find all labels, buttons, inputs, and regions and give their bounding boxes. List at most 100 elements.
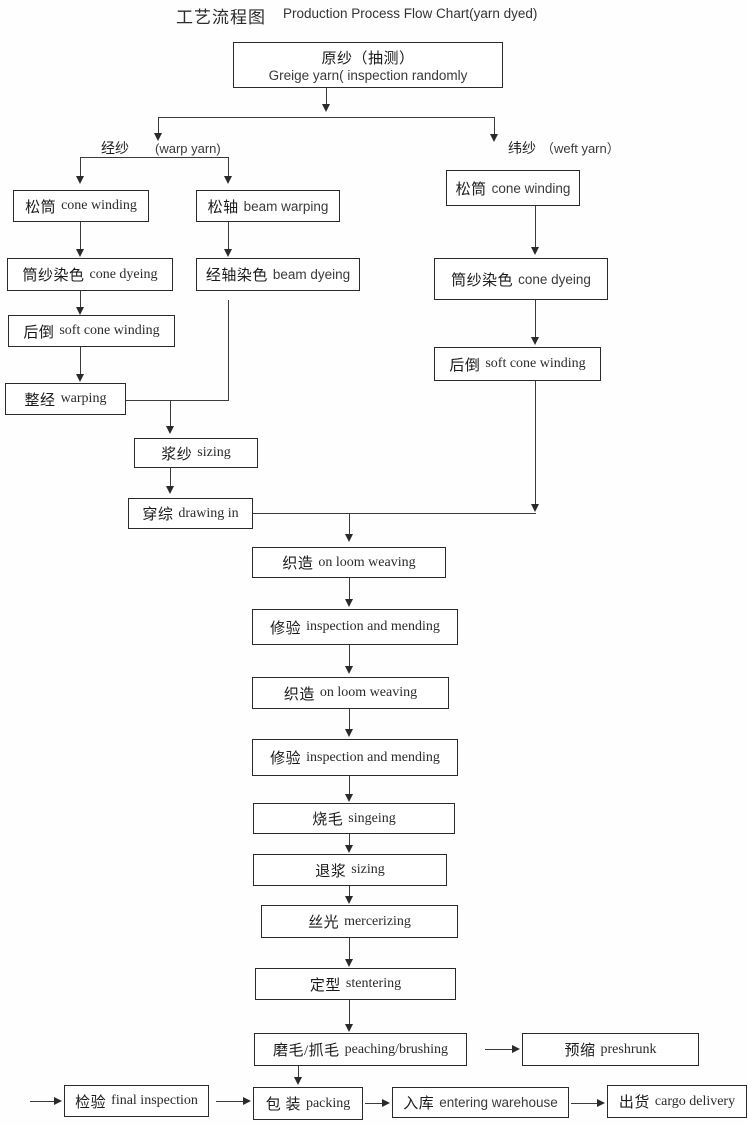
node-inspection-mending-1-en: inspection and mending	[306, 619, 440, 634]
connector-bus-to-weaving	[349, 513, 350, 535]
arrowhead-warp-cd-to-scw	[75, 307, 84, 315]
connector-warping-merge-bus	[126, 400, 229, 401]
connector-warp-stem	[158, 117, 159, 139]
connector-warp-cw-to-cd	[80, 222, 81, 250]
node-preshrunk[interactable]: 预缩 preshrunk	[522, 1033, 699, 1066]
node-warp-beam-warping-zh: 松轴	[207, 199, 239, 216]
arrowhead-desizing-to-mercerizing	[344, 896, 353, 904]
connector-sizing-to-drawing	[170, 468, 171, 487]
connector-mercerizing-to-stentering	[349, 938, 350, 960]
node-warp-beam-dyeing[interactable]: 经轴染色 beam dyeing	[196, 258, 360, 291]
arrowhead-warp-cw-to-cd	[75, 249, 84, 257]
connector-warp-cd-to-scw	[80, 291, 81, 308]
node-weft-cone-dyeing[interactable]: 筒纱染色 cone dyeing	[434, 258, 608, 300]
node-cargo-delivery[interactable]: 出货 cargo delivery	[607, 1085, 747, 1118]
node-singeing-zh: 烧毛	[312, 812, 344, 828]
connector-weaving2-to-insp2	[349, 709, 350, 730]
connector-desizing-to-mercerizing	[349, 886, 350, 897]
node-packing-zh: 包 装	[265, 1097, 301, 1113]
node-final-inspection[interactable]: 检验 final inspection	[64, 1085, 209, 1117]
connector-warp-bw-to-bd	[228, 222, 229, 250]
branch-label-warp-en: (warp yarn)	[155, 141, 221, 156]
node-inspection-mending-2-zh: 修验	[270, 751, 302, 767]
node-warp-beam-warping[interactable]: 松轴 beam warping	[196, 190, 340, 222]
connector-into-final-inspection	[30, 1101, 56, 1102]
node-warp-soft-cone-winding-zh: 后倒	[23, 324, 55, 341]
node-packing[interactable]: 包 装 packing	[253, 1087, 363, 1120]
node-weft-soft-cone-winding[interactable]: 后倒 soft cone winding	[434, 347, 601, 381]
node-preshrunk-zh: 预缩	[564, 1043, 596, 1059]
connector-singeing-to-desizing	[349, 834, 350, 846]
node-weft-cone-dyeing-en: cone dyeing	[518, 271, 591, 287]
node-peaching-brushing[interactable]: 磨毛/抓毛 peaching/brushing	[254, 1033, 467, 1066]
arrowhead-peaching-to-preshrunk	[512, 1044, 520, 1053]
node-weaving-2-en: on loom weaving	[319, 685, 418, 700]
arrowhead-greige-down	[321, 104, 330, 112]
node-inspection-mending-1[interactable]: 修验 inspection and mending	[252, 609, 458, 645]
node-sizing-yarn-en: sizing	[197, 445, 231, 460]
arrowhead-sizing-to-drawing	[165, 486, 174, 494]
node-final-inspection-en: final inspection	[111, 1093, 198, 1108]
node-cargo-delivery-zh: 出货	[618, 1095, 650, 1111]
arrowhead-insp1-to-weaving2	[344, 666, 353, 674]
node-desizing[interactable]: 退浆 sizing	[253, 854, 447, 886]
arrowhead-weft-cd-to-scw	[530, 337, 539, 345]
arrowhead-into-final-inspection	[54, 1096, 62, 1105]
connector-weft-stem	[494, 117, 495, 139]
node-inspection-mending-2[interactable]: 修验 inspection and mending	[252, 739, 458, 776]
node-entering-warehouse[interactable]: 入库 entering warehouse	[392, 1087, 569, 1118]
node-drawing-in-en: drawing in	[178, 505, 239, 521]
node-inspection-mending-1-zh: 修验	[270, 620, 302, 637]
arrowhead-warp-scw-to-warping	[75, 374, 84, 382]
node-warp-cone-dyeing[interactable]: 筒纱染色 cone dyeing	[7, 258, 173, 291]
node-weft-cone-winding-zh: 松筒	[455, 181, 487, 198]
node-warping[interactable]: 整经 warping	[5, 383, 126, 415]
node-packing-en: packing	[305, 1095, 351, 1111]
connector-packing-to-warehouse	[365, 1103, 383, 1104]
node-warp-beam-warping-en: beam warping	[243, 198, 329, 214]
node-weft-cone-winding[interactable]: 松筒 cone winding	[446, 170, 580, 206]
arrowhead-peaching-to-packing	[293, 1077, 302, 1085]
node-preshrunk-en: preshrunk	[600, 1041, 657, 1057]
node-peaching-brushing-zh: 磨毛/抓毛	[272, 1043, 340, 1059]
node-warp-cone-winding[interactable]: 松筒 cone winding	[13, 190, 149, 222]
node-warp-cone-dyeing-zh: 筒纱染色	[22, 268, 85, 284]
branch-label-warp-zh: 经纱	[101, 142, 129, 157]
connector-weft-down-to-bus	[535, 381, 536, 506]
arrowhead-warehouse-to-delivery	[597, 1098, 605, 1107]
arrowhead-bus-to-weaving	[344, 534, 353, 542]
node-weft-soft-cone-winding-en: soft cone winding	[485, 356, 586, 371]
node-drawing-in-zh: 穿综	[142, 507, 174, 523]
page-title-english: Production Process Flow Chart(yarn dyed)	[283, 6, 538, 21]
arrowhead-weft-cw-to-cd	[530, 247, 539, 255]
connector-greige-down	[326, 88, 327, 110]
node-desizing-en: sizing	[351, 862, 385, 877]
connector-beam-dyeing-down	[228, 300, 229, 400]
arrowhead-warp-left	[75, 176, 84, 184]
node-stentering[interactable]: 定型 stentering	[255, 968, 456, 1000]
arrowhead-merge-to-sizing	[165, 426, 174, 434]
arrowhead-stentering-to-peaching	[344, 1024, 353, 1032]
node-warp-beam-dyeing-en: beam dyeing	[272, 267, 351, 282]
node-warp-soft-cone-winding[interactable]: 后倒 soft cone winding	[8, 315, 175, 347]
node-sizing-yarn-zh: 浆纱	[161, 446, 193, 463]
node-sizing-yarn[interactable]: 浆纱 sizing	[134, 438, 258, 468]
connector-peaching-to-packing	[298, 1066, 299, 1078]
node-warp-soft-cone-winding-en: soft cone winding	[59, 323, 160, 338]
branch-label-weft-en: （weft yarn）	[541, 141, 620, 156]
node-weft-soft-cone-winding-zh: 后倒	[449, 357, 481, 374]
node-peaching-brushing-en: peaching/brushing	[344, 1041, 449, 1057]
node-drawing-in[interactable]: 穿综 drawing in	[128, 498, 253, 529]
connector-weft-cd-to-scw	[535, 300, 536, 338]
node-weaving-1[interactable]: 织造 on loom weaving	[252, 547, 446, 578]
node-stentering-en: stentering	[345, 976, 402, 991]
connector-warp-split-bus	[80, 157, 228, 158]
arrowhead-weft-stem	[489, 134, 498, 142]
node-singeing[interactable]: 烧毛 singeing	[253, 803, 455, 834]
node-entering-warehouse-en: entering warehouse	[439, 1095, 558, 1110]
node-greige-yarn[interactable]: 原纱（抽测） Greige yarn( inspection randomly	[233, 42, 503, 88]
connector-weft-cw-to-cd	[535, 206, 536, 248]
node-weaving-2[interactable]: 织造 on loom weaving	[252, 677, 449, 709]
connector-warp-scw-to-warping	[80, 347, 81, 375]
node-mercerizing[interactable]: 丝光 mercerizing	[261, 905, 458, 938]
